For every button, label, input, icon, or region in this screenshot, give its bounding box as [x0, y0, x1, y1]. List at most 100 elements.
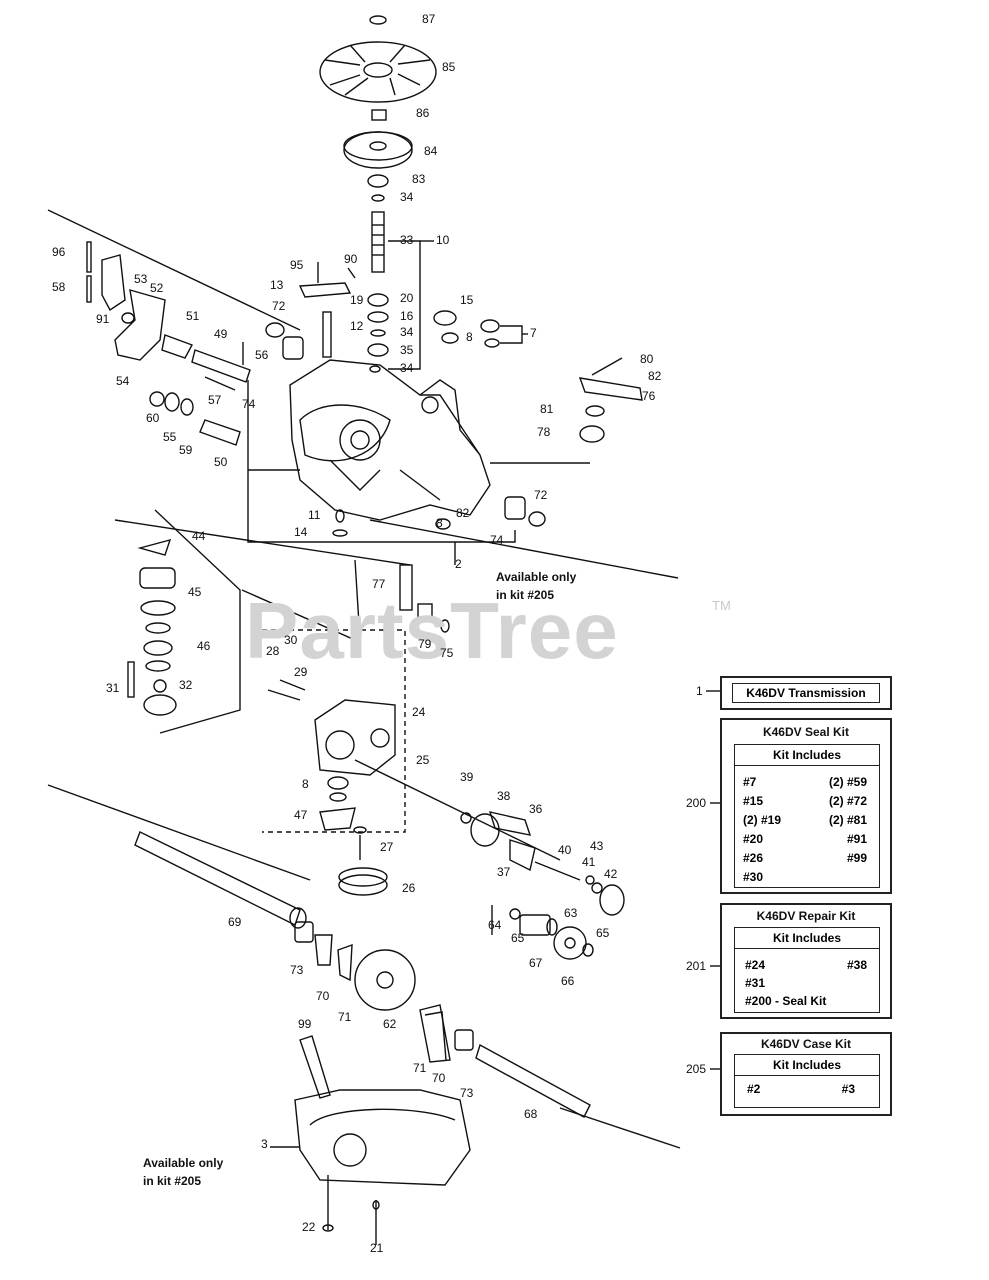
- part-callout-74: 74: [242, 397, 256, 411]
- part-callout-26: 26: [402, 881, 416, 895]
- kit-includes-header: Kit Includes: [735, 1055, 879, 1076]
- part-callout-19: 19: [350, 293, 364, 307]
- kit-item: #20: [743, 832, 764, 846]
- part-callout-54: 54: [116, 374, 130, 388]
- part-callout-76: 76: [642, 389, 656, 403]
- kit-item: (2) #19: [743, 813, 782, 827]
- part-callout-70: 70: [432, 1071, 446, 1085]
- part-callout-56: 56: [255, 348, 269, 362]
- part-callout-25: 25: [416, 753, 430, 767]
- kit-title-case: K46DV Case Kit: [760, 1037, 852, 1051]
- part-callout-69: 69: [228, 915, 242, 929]
- part-callout-68: 68: [524, 1107, 538, 1121]
- part-callout-8: 8: [436, 516, 443, 530]
- kit-col-1: #24#31#200 - Seal Kit: [745, 956, 826, 1010]
- part-callout-43: 43: [590, 839, 604, 853]
- part-callout-81: 81: [540, 402, 554, 416]
- part-callout-3: 3: [261, 1137, 268, 1151]
- partstree-watermark: PartsTree: [245, 586, 619, 675]
- kit-includes-header: Kit Includes: [735, 928, 879, 949]
- part-callout-55: 55: [163, 430, 177, 444]
- kit-item: #91: [846, 832, 867, 846]
- part-callout-41: 41: [582, 855, 596, 869]
- part-callout-8: 8: [302, 777, 309, 791]
- kit-title-seal: K46DV Seal Kit: [762, 725, 850, 739]
- kit-title-repair: K46DV Repair Kit: [756, 909, 856, 923]
- part-callout-35: 35: [400, 343, 414, 357]
- part-callout-12: 12: [350, 319, 364, 333]
- part-callout-52: 52: [150, 281, 164, 295]
- part-callout-31: 31: [106, 681, 120, 695]
- kit-item: (2) #81: [828, 813, 867, 827]
- part-callout-64: 64: [488, 918, 502, 932]
- part-callout-83: 83: [412, 172, 426, 186]
- kit-box-case: K46DV Case Kit Kit Includes #2 #3: [720, 1032, 892, 1116]
- kit-number-transmission: 1: [696, 684, 703, 698]
- part-callout-62: 62: [383, 1017, 397, 1031]
- trademark-symbol: TM: [712, 598, 731, 613]
- part-callout-50: 50: [214, 455, 228, 469]
- kit-item: #31: [745, 976, 766, 990]
- part-callout-91: 91: [96, 312, 110, 326]
- kit-col-2: (2) #59(2) #72(2) #81#91#99: [829, 773, 867, 868]
- part-callout-20: 20: [400, 291, 414, 305]
- kit-number-case: 205: [686, 1062, 707, 1076]
- part-callout-63: 63: [564, 906, 578, 920]
- kit-col-2: #3: [842, 1082, 855, 1096]
- part-callout-38: 38: [497, 789, 511, 803]
- kit-title-transmission: K46DV Transmission: [732, 683, 880, 703]
- part-callout-28: 28: [266, 644, 280, 658]
- kit-includes-seal: Kit Includes #7#15(2) #19#20#26#30 (2) #…: [734, 744, 880, 888]
- part-callout-73: 73: [290, 963, 304, 977]
- part-callout-27: 27: [380, 840, 394, 854]
- part-callout-80: 80: [640, 352, 654, 366]
- part-callout-67: 67: [529, 956, 543, 970]
- kit-item: #200 - Seal Kit: [745, 994, 827, 1008]
- part-callout-87: 87: [422, 12, 436, 26]
- part-callout-77: 77: [372, 577, 386, 591]
- part-callout-34: 34: [400, 190, 414, 204]
- part-callout-53: 53: [134, 272, 148, 286]
- case-availability-note-lower: Available only in kit #205: [143, 1154, 223, 1190]
- part-callout-82: 82: [648, 369, 662, 383]
- part-callout-36: 36: [529, 802, 543, 816]
- part-callout-49: 49: [214, 327, 228, 341]
- part-callout-57: 57: [208, 393, 222, 407]
- kit-item: #2: [747, 1082, 761, 1096]
- part-callout-37: 37: [497, 865, 511, 879]
- part-callout-33: 33: [400, 233, 414, 247]
- part-callout-21: 21: [370, 1241, 384, 1255]
- part-callout-46: 46: [197, 639, 211, 653]
- part-callout-13: 13: [270, 278, 284, 292]
- part-callout-90: 90: [344, 252, 358, 266]
- part-callout-10: 10: [436, 233, 450, 247]
- part-callout-58: 58: [52, 280, 66, 294]
- part-callout-74: 74: [490, 533, 504, 547]
- kit-item: #99: [846, 851, 867, 865]
- kit-item: (2) #72: [828, 794, 867, 808]
- kit-box-seal: K46DV Seal Kit Kit Includes #7#15(2) #19…: [720, 718, 892, 894]
- part-callout-65: 65: [596, 926, 610, 940]
- part-callout-24: 24: [412, 705, 426, 719]
- part-callout-45: 45: [188, 585, 202, 599]
- part-callout-84: 84: [424, 144, 438, 158]
- kit-item: #15: [743, 794, 764, 808]
- part-callout-34: 34: [400, 361, 414, 375]
- part-callout-85: 85: [442, 60, 456, 74]
- part-callout-95: 95: [290, 258, 304, 272]
- kit-number-repair: 201: [686, 959, 707, 973]
- part-callout-79: 79: [418, 637, 432, 651]
- case-note-line-2: in kit #205: [143, 1174, 202, 1188]
- part-callout-47: 47: [294, 808, 308, 822]
- part-callout-51: 51: [186, 309, 200, 323]
- part-callout-72: 72: [534, 488, 548, 502]
- case-note-line-2: in kit #205: [496, 588, 555, 602]
- part-callout-78: 78: [537, 425, 551, 439]
- kit-item: #3: [841, 1082, 855, 1096]
- part-callout-40: 40: [558, 843, 572, 857]
- part-callout-15: 15: [460, 293, 474, 307]
- part-callout-72: 72: [272, 299, 286, 313]
- case-availability-note: Available only in kit #205: [496, 568, 576, 604]
